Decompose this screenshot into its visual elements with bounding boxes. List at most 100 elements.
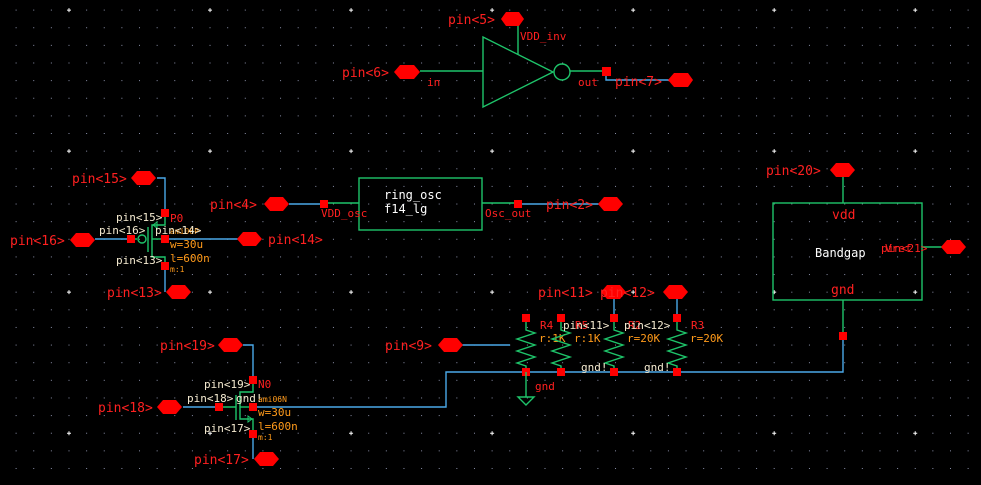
grid-dot: [68, 362, 70, 364]
bandgap-instance[interactable]: vdd gnd Bandgap Vref pin<21>: [772, 175, 945, 336]
grid-dot: [174, 97, 176, 99]
resistor-terminal-top[interactable]: [522, 314, 530, 322]
nmos-n0[interactable]: N0 ami06N w=30u l=600n m:1 pin<19> pin<1…: [187, 378, 298, 442]
grid-dot: [932, 168, 934, 170]
terminal-pmos-gate[interactable]: [127, 235, 135, 243]
resistor-terminal-top[interactable]: [557, 314, 565, 322]
pin-11-icon[interactable]: [601, 285, 626, 299]
pin-2-icon[interactable]: [598, 197, 623, 211]
inverter-instance[interactable]: VDD_inv in out: [420, 18, 606, 109]
grid-dot: [579, 291, 581, 293]
resistor-terminal-bottom[interactable]: [610, 368, 618, 376]
pin-21[interactable]: [941, 240, 966, 254]
grid-dot: [861, 415, 863, 417]
resistor-terminal-top[interactable]: [610, 314, 618, 322]
pin-13[interactable]: pin<13>: [107, 285, 191, 301]
grid-dot: [280, 27, 282, 29]
pin-18[interactable]: pin<18>: [98, 400, 182, 416]
pin-5-icon[interactable]: [501, 12, 524, 26]
grid-dot: [597, 221, 599, 223]
grid-dot: [808, 362, 810, 364]
terminal-pmos-drain[interactable]: [161, 262, 169, 270]
terminal-pmos-source[interactable]: [161, 209, 169, 217]
grid-dot: [456, 62, 458, 64]
grid-dot: [244, 379, 246, 381]
pin-4[interactable]: pin<4>: [210, 197, 289, 213]
wire-pmos-top[interactable]: [157, 177, 166, 213]
pin-16[interactable]: pin<16>: [10, 233, 95, 249]
grid-dot: [720, 238, 722, 240]
grid-dot: [421, 97, 423, 99]
pin-9-icon[interactable]: [438, 338, 463, 352]
pin-14-icon[interactable]: [237, 232, 262, 246]
resistor-terminal-top[interactable]: [673, 314, 681, 322]
inverter-bubble: [553, 63, 571, 81]
pin-19[interactable]: pin<19>: [160, 338, 243, 354]
ring-osc-instance[interactable]: ring_osc f14_lg VDD_osc Osc_out: [321, 177, 531, 231]
pin-5[interactable]: pin<5>: [448, 12, 524, 28]
grid-dot: [350, 379, 352, 381]
ground-symbol[interactable]: gnd: [516, 372, 555, 406]
wire-gnd-bus[interactable]: [253, 336, 844, 408]
pin-19-icon[interactable]: [218, 338, 243, 352]
pin-17-icon[interactable]: [254, 452, 279, 466]
grid-dot: [861, 221, 863, 223]
terminal-nmos-drain[interactable]: [249, 376, 257, 384]
wire-nmos-top[interactable]: [243, 344, 254, 380]
pin-15[interactable]: pin<15>: [72, 171, 156, 187]
terminal-osc-out[interactable]: [514, 200, 522, 208]
pin-2[interactable]: pin<2>: [546, 197, 623, 213]
pmos-net-top: pin<15>: [116, 211, 163, 224]
pmos-p0[interactable]: P0 ami06P w=30u l=600n m:1 pin<15> pin<1…: [99, 211, 210, 274]
grid-dot: [791, 238, 793, 240]
pin-12-icon[interactable]: [663, 285, 688, 299]
terminal-pmos-body[interactable]: [161, 235, 169, 243]
resistor-r4[interactable]: R4r:1K: [514, 314, 566, 376]
pin-4-icon[interactable]: [264, 197, 289, 211]
grid-dot: [949, 168, 951, 170]
resistor-terminal-bottom[interactable]: [673, 368, 681, 376]
pin-14[interactable]: pin<14>: [237, 232, 323, 248]
grid-dot: [844, 309, 846, 311]
pin-13-icon[interactable]: [166, 285, 191, 299]
terminal-nmos-source[interactable]: [249, 430, 257, 438]
grid-dot: [244, 44, 246, 46]
terminal-bandgap-gnd[interactable]: [839, 332, 847, 340]
grid-dot: [15, 379, 17, 381]
pin-17[interactable]: pin<17>: [194, 452, 279, 468]
grid-dot: [544, 432, 546, 434]
pin-7[interactable]: pin<7>: [615, 73, 693, 90]
pin-11[interactable]: pin<11>: [538, 285, 626, 301]
grid-dot: [967, 185, 969, 187]
grid-dot: [15, 133, 17, 135]
pin-21-icon[interactable]: [941, 240, 966, 254]
grid-dot: [385, 256, 387, 258]
pin-9[interactable]: pin<9>: [385, 338, 463, 354]
resistor-terminal-bottom[interactable]: [557, 368, 565, 376]
pin-12[interactable]: pin<12>: [600, 285, 688, 301]
grid-dot: [579, 415, 581, 417]
terminal-vdd-osc[interactable]: [320, 200, 328, 208]
grid-dot: [156, 309, 158, 311]
pin-20[interactable]: pin<20>: [766, 163, 855, 179]
grid-dot: [808, 62, 810, 64]
pin-16-icon[interactable]: [70, 233, 95, 247]
pin-6-icon[interactable]: [394, 65, 420, 79]
pin-20-icon[interactable]: [830, 163, 855, 177]
terminal-nmos-gate[interactable]: [215, 403, 223, 411]
grid-dot: [121, 467, 123, 469]
terminal-nmos-body[interactable]: [249, 403, 257, 411]
grid-dot: [33, 326, 35, 328]
pin-18-icon[interactable]: [157, 400, 182, 414]
terminal-inv-out[interactable]: [602, 67, 611, 76]
grid-dot: [597, 97, 599, 99]
grid-dot: [315, 80, 317, 82]
grid-dot: [826, 467, 828, 469]
pin-15-icon[interactable]: [131, 171, 156, 185]
pin-7-icon[interactable]: [668, 73, 693, 87]
pin-6[interactable]: pin<6>: [342, 65, 420, 81]
